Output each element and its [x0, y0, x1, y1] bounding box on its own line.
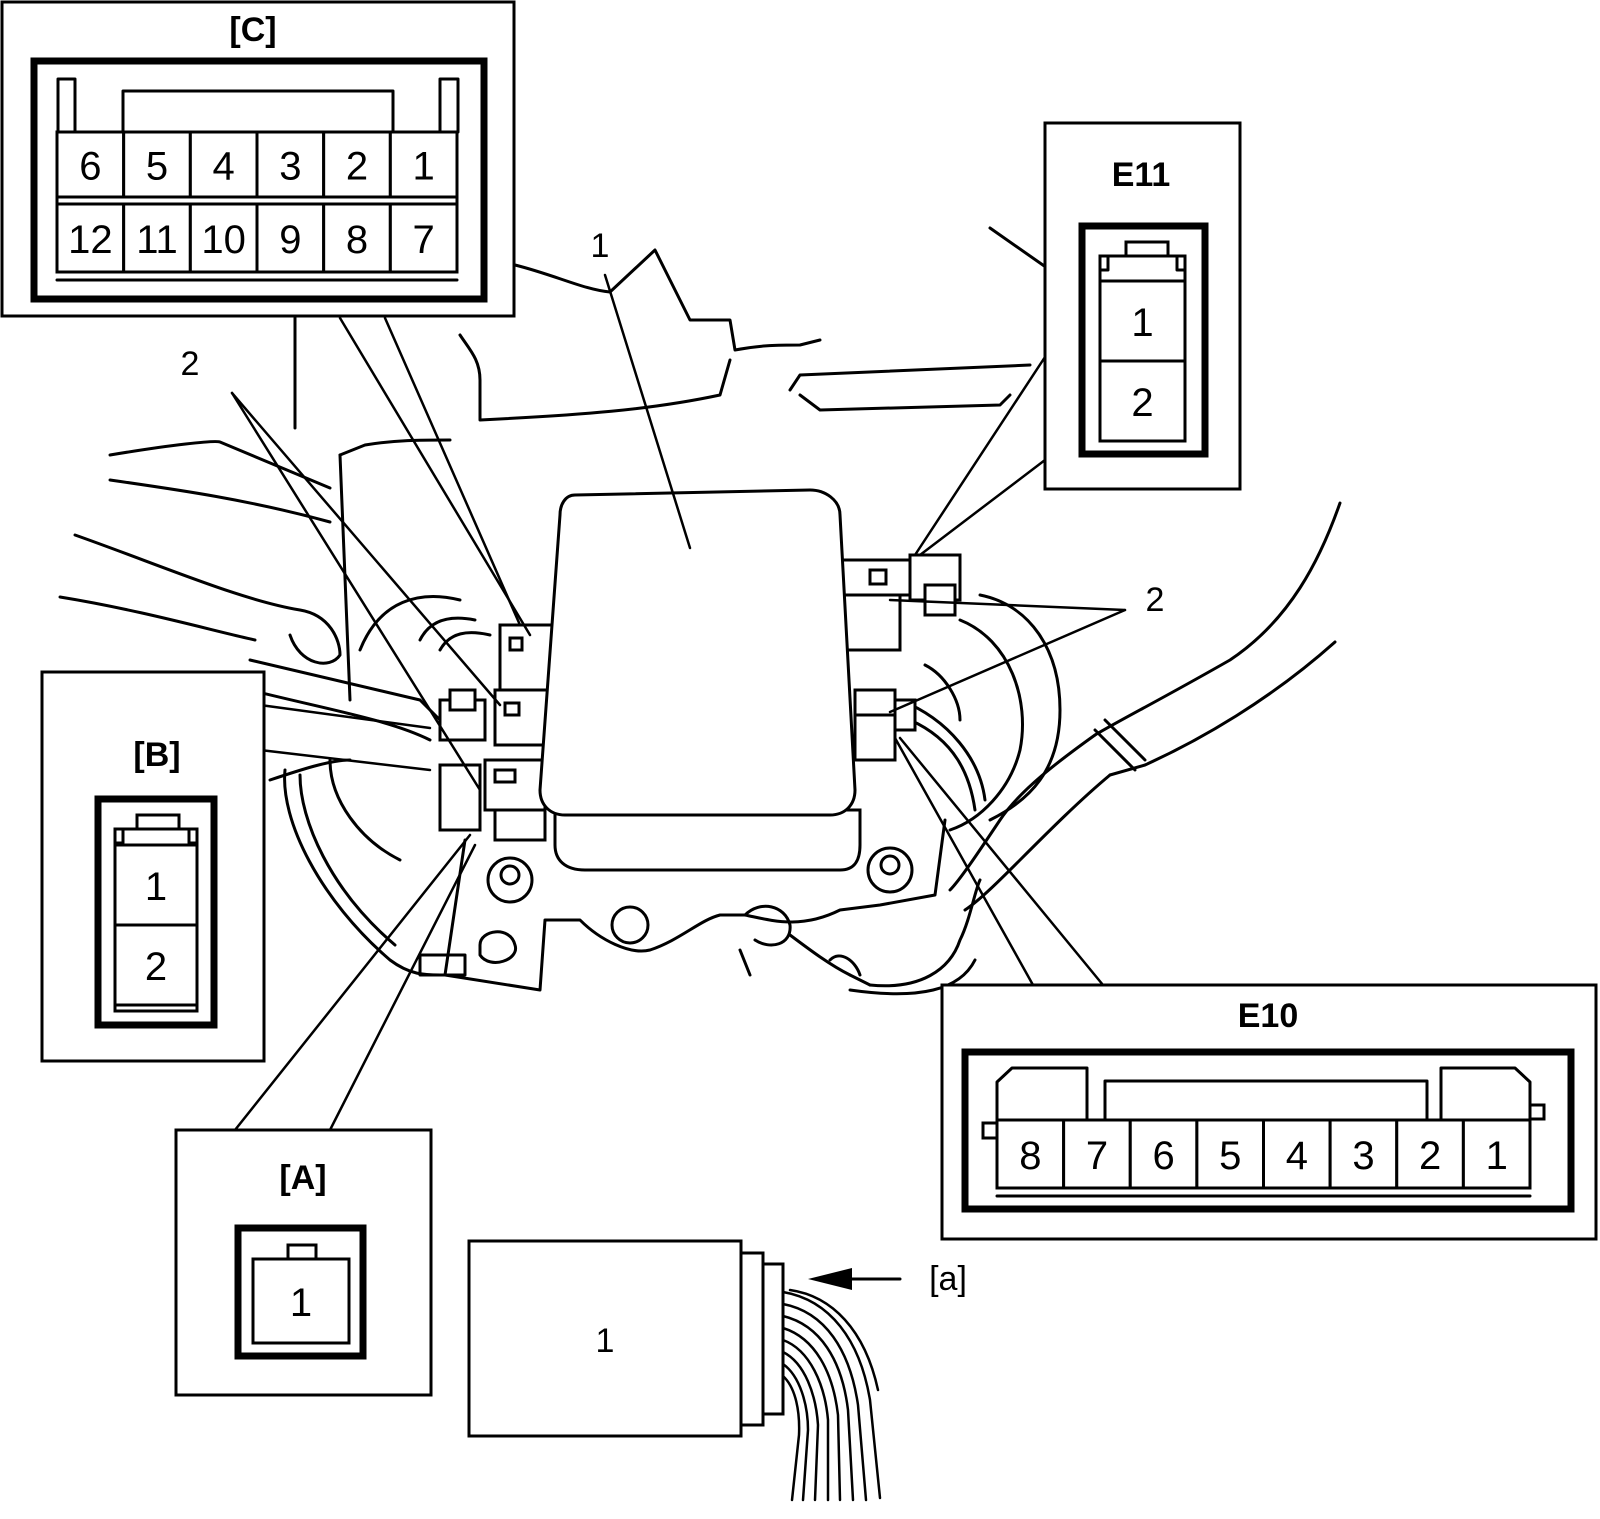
- connector-c-pin-cell: [388, 202, 459, 274]
- view-direction-arrow-icon: [808, 1268, 852, 1290]
- leader-lines: [230, 273, 1127, 1132]
- connector-e10-pin-label: 4: [1286, 1134, 1308, 1178]
- callout-unit-detail: 1: [596, 1322, 615, 1360]
- connector-e10-title: E10: [1238, 997, 1299, 1035]
- unit-detail-view: 1 [a]: [467, 1239, 967, 1502]
- connector-e10-pin-cell: [1195, 1118, 1265, 1190]
- connector-c-pin-label: 10: [201, 218, 246, 262]
- connector-e10-pin-label: 7: [1086, 1134, 1108, 1178]
- connector-c-pin-label: 11: [136, 218, 178, 262]
- connector-c-pin-label: 2: [346, 145, 368, 189]
- connector-c-title: [C]: [229, 11, 276, 49]
- connector-c-pin-label: 7: [413, 218, 435, 262]
- connector-c-pin-cell: [322, 130, 392, 199]
- connector-b-pin-label: 2: [145, 945, 167, 989]
- vehicle-body-outline: [58, 226, 1342, 912]
- connector-c-pin-label: 3: [279, 145, 301, 189]
- connector-e10-pin-cell: [1461, 1118, 1532, 1190]
- connector-b-pin-cell: [113, 843, 199, 927]
- connector-c-pin-label: 8: [346, 218, 368, 262]
- connector-e10-pin-cell: [1328, 1118, 1399, 1190]
- connector-e10-pin-cell: [1262, 1118, 1332, 1190]
- mounting-bracket: [418, 818, 982, 996]
- connector-c-pin-cell: [188, 202, 259, 274]
- connector-c-pin-label: 1: [413, 145, 435, 189]
- callout-wire-harness-left: 2: [181, 345, 200, 383]
- connector-c-pin-label: 5: [146, 145, 168, 189]
- connector-e11-pin-cell: [1098, 279, 1187, 363]
- connector-b-panel: [B] 1 2: [40, 670, 266, 1063]
- connector-e10-pin-label: 3: [1352, 1134, 1374, 1178]
- connector-c-pin-cell: [122, 202, 192, 274]
- connector-c-pin-cell: [388, 130, 459, 199]
- connector-b-title: [B]: [133, 736, 180, 774]
- callout-view-arrow: [a]: [929, 1260, 967, 1298]
- connector-c-pin-cell: [55, 130, 126, 199]
- connector-c-pin-cell: [55, 202, 126, 274]
- connector-e10-pin-cell: [1395, 1118, 1465, 1190]
- connector-e11-pin-label: 2: [1131, 381, 1153, 425]
- connector-e11-panel: E11 1 2: [1043, 121, 1242, 491]
- callout-wire-harness-right: 2: [1146, 581, 1165, 619]
- connector-e10-pin-label: 6: [1152, 1134, 1174, 1178]
- connector-c-pin-label: 12: [68, 218, 113, 262]
- connector-e10-pin-label: 8: [1019, 1134, 1041, 1178]
- connector-e11-pin-cell: [1098, 359, 1187, 443]
- relay-unit-body: [538, 488, 862, 872]
- connector-a-title: [A]: [279, 1159, 326, 1197]
- connector-e10-pin-label: 5: [1219, 1134, 1241, 1178]
- connector-e10-pin-cell: [1128, 1118, 1199, 1190]
- connector-e10-pin-cell: [995, 1118, 1066, 1190]
- connector-e10-pin-cell: [1062, 1118, 1132, 1190]
- connector-a-panel: [A] 1: [174, 1128, 433, 1397]
- connector-c-pin-cell: [255, 202, 326, 274]
- connector-c-pin-label: 4: [213, 145, 235, 189]
- callout-unit: 1: [591, 227, 610, 265]
- connector-e11-title: E11: [1112, 156, 1171, 194]
- connector-c-pin-label: 9: [279, 218, 301, 262]
- connector-b-pin-cell: [113, 923, 199, 1007]
- connector-a-pin-label: 1: [290, 1281, 312, 1325]
- connector-b-pin-label: 1: [145, 865, 167, 909]
- connector-e10-pin-label: 2: [1419, 1134, 1441, 1178]
- connector-e10-pin-label: 1: [1486, 1134, 1508, 1178]
- connector-a-pin-cell: [251, 1257, 351, 1345]
- connector-c-pin-label: 6: [79, 145, 101, 189]
- connector-e11-pin-label: 1: [1131, 301, 1153, 345]
- unit-side-connectors: [438, 553, 962, 842]
